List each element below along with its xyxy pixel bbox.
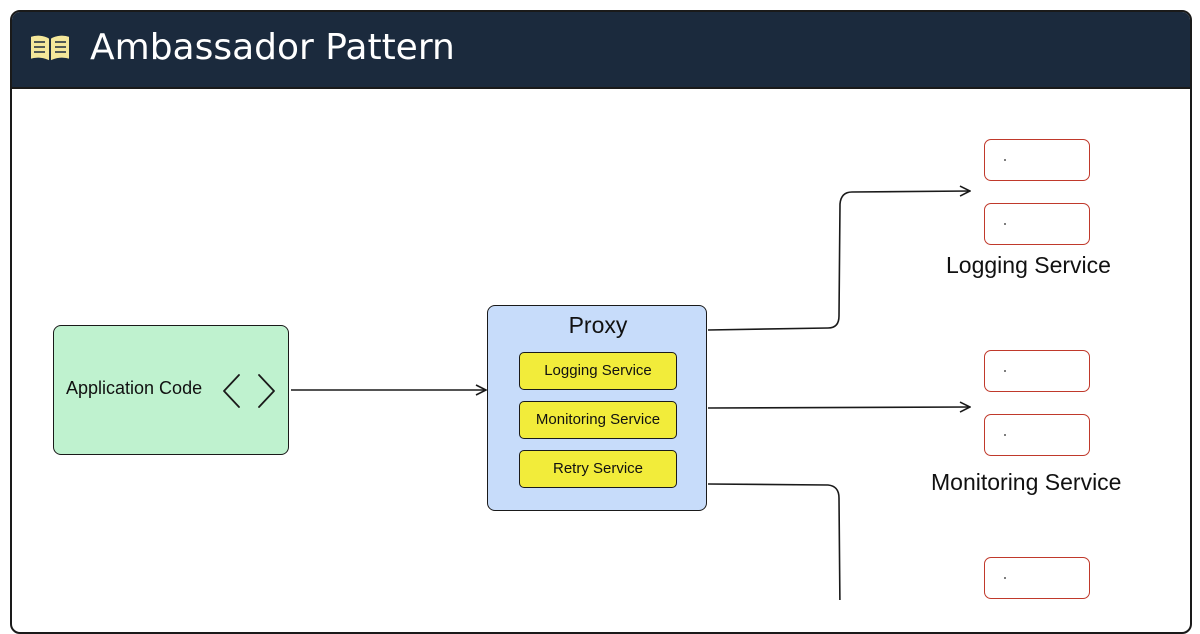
instance-dot — [1004, 434, 1006, 436]
proxy-logging-service: Logging Service — [519, 352, 677, 390]
logging-instance — [984, 139, 1090, 181]
proxy-retry-service: Retry Service — [519, 450, 677, 488]
instance-dot — [1004, 223, 1006, 225]
page-title: Ambassador Pattern — [90, 27, 455, 68]
open-book-icon — [29, 33, 71, 64]
instance-dot — [1004, 577, 1006, 579]
monitoring-service-label: Monitoring Service — [931, 469, 1122, 495]
instance-dot — [1004, 370, 1006, 372]
proxy-box: Proxy Logging Service Monitoring Service… — [487, 305, 707, 511]
code-brackets-icon — [223, 374, 275, 408]
title-bar: Ambassador Pattern — [12, 12, 1190, 89]
diagram-frame: Ambassador Pattern — [10, 10, 1192, 634]
logging-instance — [984, 203, 1090, 245]
monitoring-instance — [984, 350, 1090, 392]
logging-service-label: Logging Service — [946, 252, 1111, 278]
application-code-box: Application Code — [53, 325, 289, 455]
retry-instance — [984, 557, 1090, 599]
instance-dot — [1004, 159, 1006, 161]
proxy-monitoring-service: Monitoring Service — [519, 401, 677, 439]
monitoring-instance — [984, 414, 1090, 456]
proxy-title: Proxy — [568, 312, 628, 338]
application-code-label: Application Code — [66, 378, 203, 398]
